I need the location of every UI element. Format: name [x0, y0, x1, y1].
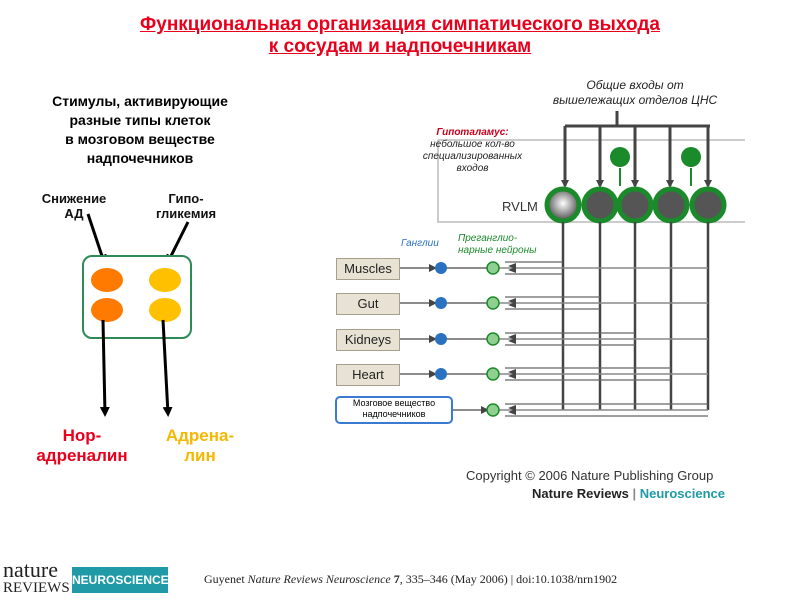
organ-adrenal-medulla: Мозговое вещество надпочечников — [335, 396, 453, 424]
cns-inputs-label: Общие входы от вышележащих отделов ЦНС — [552, 78, 718, 107]
rvlm-label: RVLM — [502, 199, 538, 214]
preganglionic-gut — [486, 296, 500, 310]
organ-muscles: Muscles — [336, 258, 400, 280]
rvlm-neuron-5 — [689, 186, 727, 224]
stimulus-low-bp: Снижение АД — [41, 191, 107, 221]
noradrenaline-cell-2 — [91, 298, 123, 322]
noradrenaline-cell-1 — [91, 268, 123, 292]
rvlm-neuron-4 — [652, 186, 690, 224]
preganglionic-adrenal — [486, 403, 500, 417]
copyright-text: Copyright © 2006 Nature Publishing Group — [466, 468, 714, 483]
neuroscience-logo-badge: NEUROSCIENCE — [72, 567, 169, 593]
preganglionic-kidneys — [486, 332, 500, 346]
rvlm-neuron-2 — [581, 186, 619, 224]
stimuli-heading: Стимулы, активирующие разные типы клеток… — [52, 93, 228, 166]
reviews-logo-word: REVIEWS — [3, 580, 70, 596]
nature-logo-word: nature — [3, 557, 58, 582]
ganglion-gut — [435, 297, 447, 309]
adrenaline-label: Адрена- лин — [165, 426, 235, 465]
ganglion-heart — [435, 368, 447, 380]
preganglionic-label: Преганглио- нарные нейроны — [458, 233, 537, 256]
arrow-noradrenaline — [99, 319, 110, 417]
rvlm-neuron-3 — [616, 186, 654, 224]
row-heart — [400, 367, 708, 381]
organ-heart: Heart — [336, 364, 400, 386]
arrow-low-bp — [86, 213, 107, 265]
hypothalamus-label: Гипоталамус: небольшое кол-во специализи… — [422, 127, 523, 174]
cns-region-border — [437, 140, 745, 223]
preganglionic-heart — [486, 367, 500, 381]
adrenal-cells-diagram — [82, 213, 192, 417]
organ-gut: Gut — [336, 293, 400, 315]
hypothalamic-neuron-2 — [681, 147, 701, 167]
ganglion-kidneys — [435, 333, 447, 345]
ganglia-label: Ганглии — [401, 238, 439, 249]
ganglion-muscles — [435, 262, 447, 274]
arrow-adrenaline — [161, 319, 173, 417]
adrenal-medulla-box — [82, 255, 192, 339]
adrenaline-cell-1 — [149, 268, 181, 292]
page-title: Функциональная организация симпатическог… — [140, 14, 660, 57]
adrenaline-cell-2 — [149, 298, 181, 322]
citation: Guyenet Nature Reviews Neuroscience 7, 3… — [204, 572, 618, 586]
row-muscles — [400, 261, 708, 275]
journal-credit: Nature Reviews | Neuroscience — [532, 486, 725, 501]
preganglionic-muscles — [486, 261, 500, 275]
rvlm-neuron-1 — [544, 186, 582, 224]
organ-kidneys: Kidneys — [336, 329, 400, 351]
sympathetic-circuit-diagram — [400, 111, 745, 417]
row-kidneys — [400, 332, 708, 346]
hypothalamic-neuron-1 — [610, 147, 630, 167]
junction-arrowheads — [508, 263, 516, 415]
noradrenaline-label: Нор- адреналин — [36, 426, 128, 465]
row-adrenal — [451, 403, 708, 417]
stimulus-hypoglycemia: Гипо- гликемия — [155, 191, 217, 221]
row-gut — [400, 296, 708, 310]
